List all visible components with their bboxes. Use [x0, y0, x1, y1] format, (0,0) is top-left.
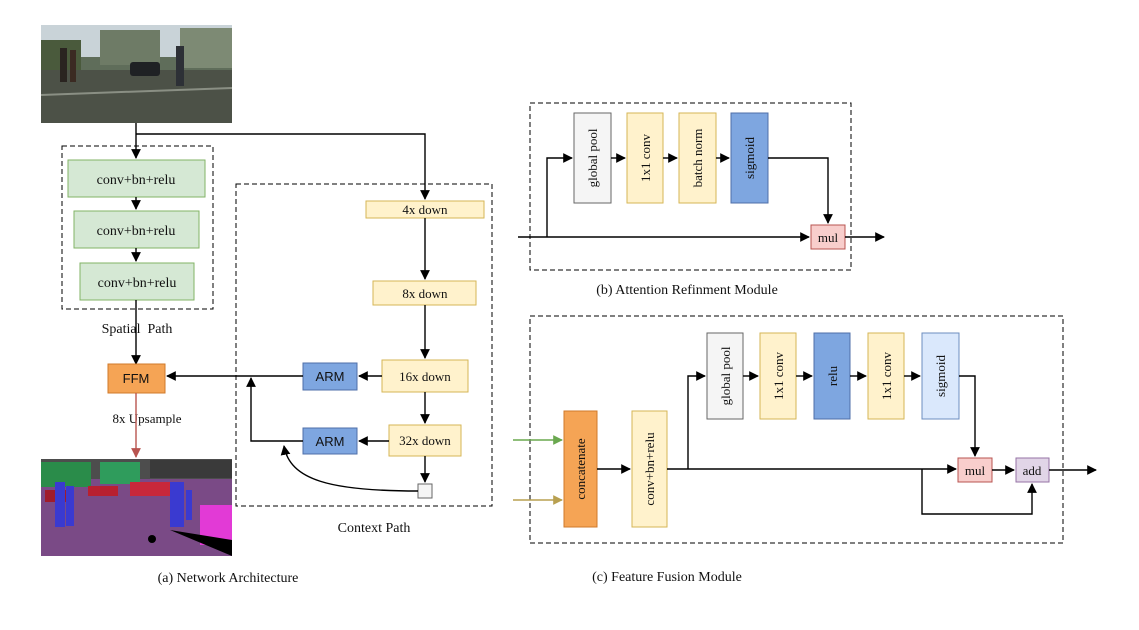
caption-feature-fusion: (c) Feature Fusion Module	[592, 570, 742, 585]
down-8x-block	[372, 280, 477, 306]
down-8x-label: 8x down	[402, 286, 448, 301]
ffm-module-arrows	[597, 371, 1097, 515]
arm-global-pool-label: global pool	[585, 128, 600, 187]
ffm-conv-bn-relu-label: conv+bn+relu	[642, 432, 657, 506]
ffm-block	[107, 363, 166, 394]
global-pool-node	[417, 483, 433, 499]
spatial-path-label: Spatial Path	[102, 322, 173, 337]
context-path-label: Context Path	[338, 521, 411, 536]
ffm-conv2-block	[867, 332, 905, 420]
ffm-sigmoid-block	[921, 332, 960, 420]
down-16x-label: 16x down	[399, 369, 451, 384]
input-image	[40, 25, 233, 123]
spatial-block-2-label: conv+bn+relu	[97, 224, 176, 239]
ffm-conv1-block	[759, 332, 797, 420]
down-16x-block	[381, 359, 469, 393]
arm-sigmoid-label: sigmoid	[742, 137, 757, 179]
caption-network-architecture: (a) Network Architecture	[158, 571, 299, 586]
ffm-add-label: add	[1023, 463, 1042, 478]
ffm-label: FFM	[123, 371, 150, 386]
ffm-global-pool-block	[706, 332, 744, 420]
ffm-conv1-label: 1x1 conv	[771, 351, 786, 400]
context-arrows	[136, 133, 430, 492]
output-segmentation	[41, 459, 232, 556]
caption-attention-refinement: (b) Attention Refinment Module	[596, 283, 778, 298]
arm-mul-block	[810, 224, 846, 250]
ffm-conv-bn-relu-block	[631, 410, 668, 528]
ffm-module-box	[529, 315, 1064, 544]
arm-global-pool-block	[573, 112, 612, 204]
arm-conv-block	[626, 112, 664, 204]
upsample-label: 8x Upsample	[113, 411, 182, 426]
down-32x-label: 32x down	[399, 433, 451, 448]
spatial-block-3	[79, 262, 195, 301]
spatial-path-box	[61, 145, 214, 310]
ffm-conv2-label: 1x1 conv	[879, 351, 894, 400]
context-path-box	[235, 183, 493, 507]
ffm-relu-label: relu	[825, 365, 840, 386]
spatial-block-1-label: conv+bn+relu	[97, 173, 176, 188]
ffm-mul-label: mul	[965, 463, 986, 478]
arm-conv-label: 1x1 conv	[638, 133, 653, 182]
arm-16-label: ARM	[316, 369, 345, 384]
ffm-concatenate-label: concatenate	[573, 438, 588, 500]
spatial-block-3-label: conv+bn+relu	[98, 276, 177, 291]
arm-32-label: ARM	[316, 434, 345, 449]
arm-module-arrows	[518, 153, 885, 242]
arm-module-box	[529, 102, 852, 271]
ffm-global-pool-label: global pool	[718, 346, 733, 405]
ffm-relu-block	[813, 332, 851, 420]
ffm-concatenate-block	[563, 410, 598, 528]
ffm-sigmoid-label: sigmoid	[933, 355, 948, 397]
arm-batch-norm-label: batch norm	[690, 129, 705, 188]
arm-32-block	[302, 427, 358, 455]
arm-batch-norm-block	[678, 112, 717, 204]
arm-mul-label: mul	[818, 230, 839, 245]
down-4x-label: 4x down	[402, 202, 448, 217]
arm-sigmoid-block	[730, 112, 769, 204]
arm-16-block	[302, 362, 358, 391]
